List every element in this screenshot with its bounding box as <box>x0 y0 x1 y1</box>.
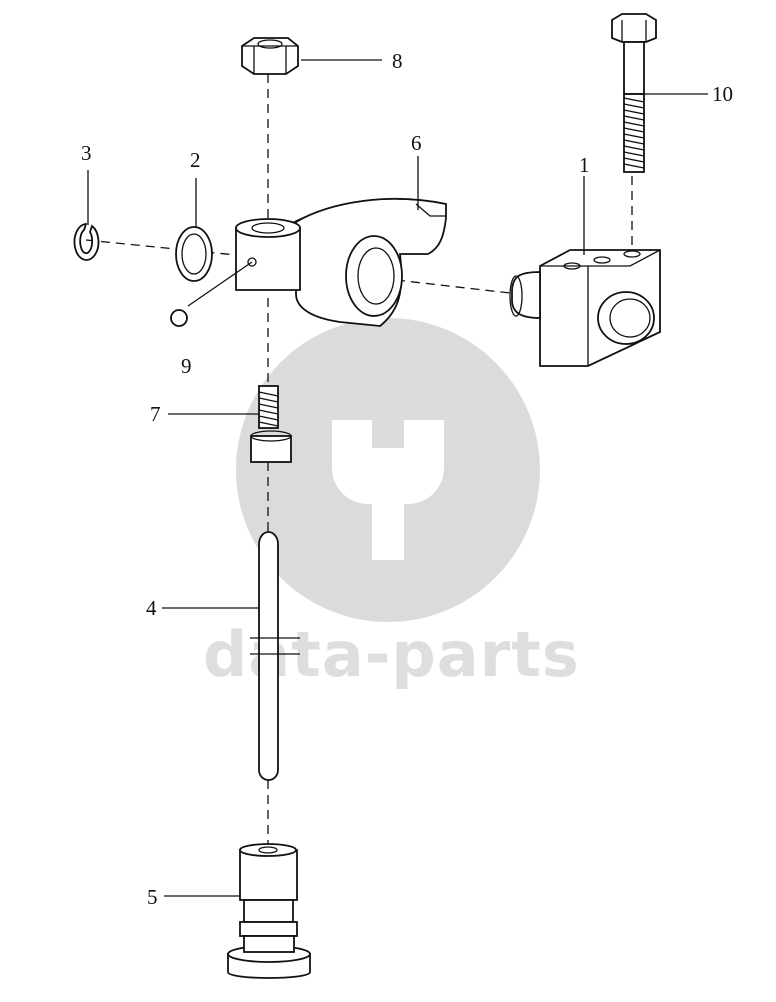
part-4-push-rod <box>250 531 300 781</box>
part-7-adjusting-screw <box>250 385 292 463</box>
part-9-ball <box>170 309 188 327</box>
part-3-snap-ring <box>73 223 100 261</box>
callout-5: 5 <box>147 885 158 909</box>
callout-3: 3 <box>81 141 92 165</box>
callout-10: 10 <box>712 82 733 106</box>
part-8-hex-nut <box>241 37 299 75</box>
assembly-axes <box>85 74 633 846</box>
callout-2: 2 <box>190 148 201 172</box>
callout-7: 7 <box>150 402 161 426</box>
part-5-tappet <box>227 843 311 979</box>
part-1-bracket <box>509 249 661 367</box>
callout-9: 9 <box>181 354 192 378</box>
callout-1: 1 <box>579 153 590 177</box>
leader-lines <box>87 59 708 897</box>
callout-labels: 8 10 3 2 6 1 9 7 4 5 <box>81 49 733 909</box>
part-2-washer <box>175 226 213 282</box>
part-10-hex-bolt <box>611 13 657 173</box>
watermark-logo <box>235 318 540 623</box>
callout-8: 8 <box>392 49 403 73</box>
callout-4: 4 <box>146 596 157 620</box>
callout-6: 6 <box>411 131 422 155</box>
part-6-rocker-arm <box>235 197 447 327</box>
